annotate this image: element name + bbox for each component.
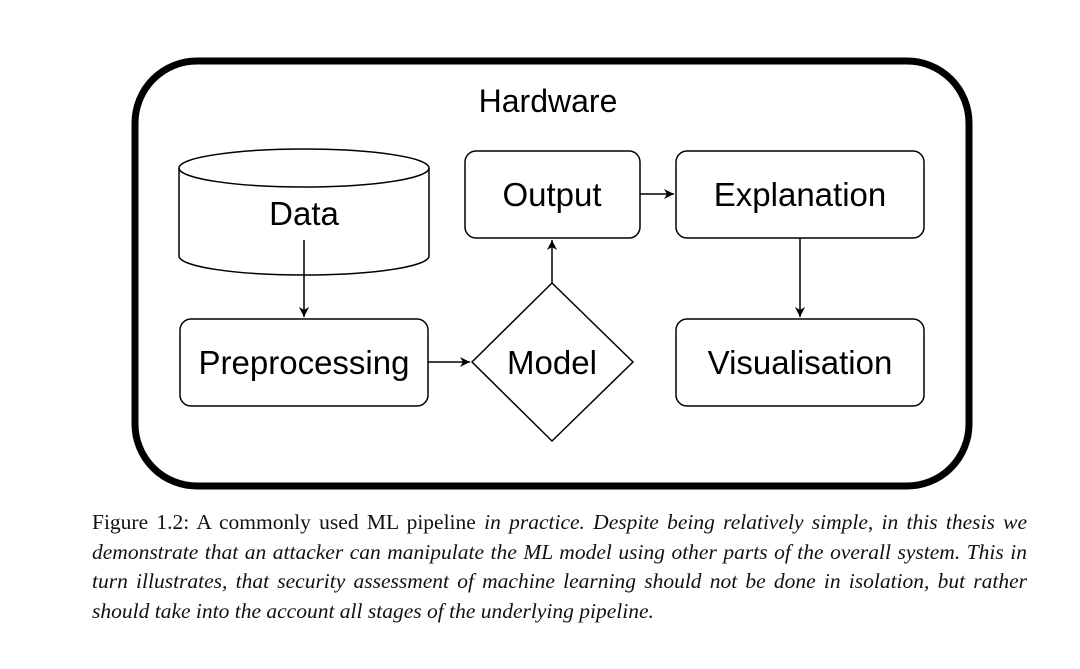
- output-label: Output: [502, 176, 601, 213]
- hardware-label: Hardware: [479, 83, 618, 119]
- caption-upright-text: A commonly used ML pipeline: [196, 510, 476, 534]
- caption-italic-text: in practice. Despite being relatively si…: [92, 510, 1027, 623]
- caption-label: Figure 1.2:: [92, 510, 190, 534]
- model-node: Model: [470, 281, 635, 443]
- figure-caption: Figure 1.2: A commonly used ML pipeline …: [92, 508, 1027, 626]
- preprocessing-label: Preprocessing: [199, 344, 410, 381]
- data-node: Data: [178, 148, 430, 276]
- preprocessing-node: Preprocessing: [179, 318, 429, 407]
- explanation-label: Explanation: [714, 176, 886, 213]
- model-label: Model: [507, 344, 597, 381]
- visualisation-label: Visualisation: [708, 344, 893, 381]
- output-node: Output: [464, 150, 641, 239]
- visualisation-node: Visualisation: [675, 318, 925, 407]
- data-label: Data: [269, 195, 339, 232]
- pipeline-diagram: Hardware Data Output Explanation Preproc…: [131, 57, 973, 490]
- explanation-node: Explanation: [675, 150, 925, 239]
- hardware-container: [131, 57, 973, 490]
